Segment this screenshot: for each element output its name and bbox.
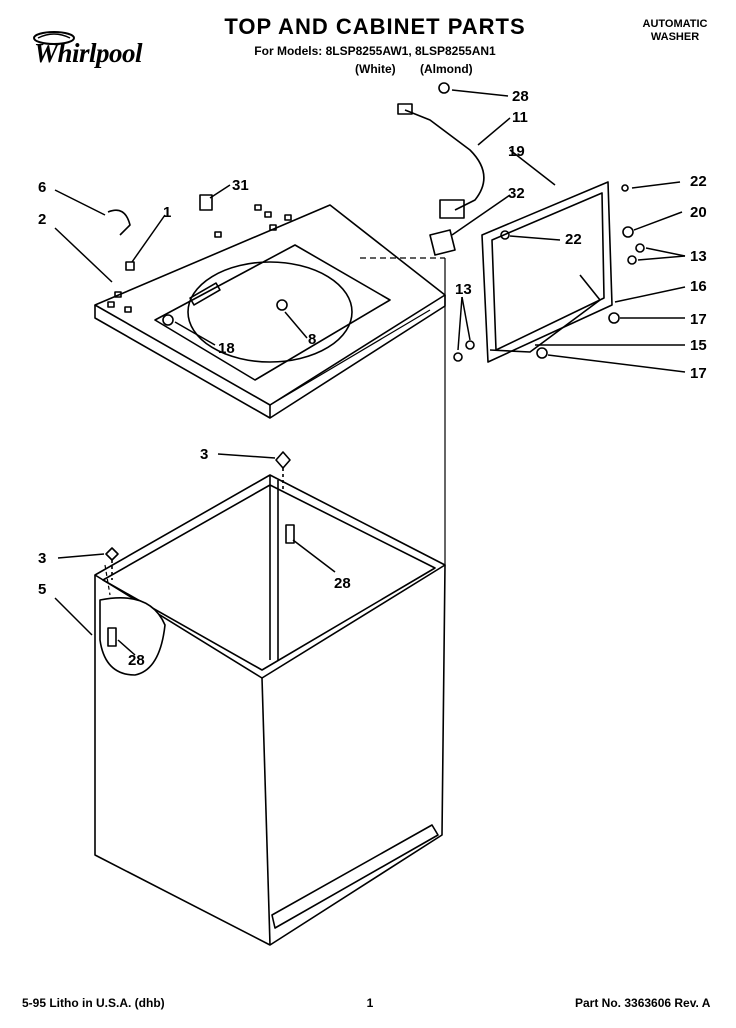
grommet-17-b [536,347,548,359]
clip-31 [199,194,213,211]
hinge-18 [162,314,174,326]
cabinet [94,474,446,946]
callout-28-mid: 28 [334,575,351,592]
bumper-22-right [621,184,629,192]
product-type: AUTOMATIC WASHER [630,18,720,44]
nut-13-b [627,255,637,265]
lid-switch [439,199,465,219]
alignment-lines [104,257,446,596]
callout-15: 15 [690,337,707,354]
callout-18: 18 [218,340,235,357]
grommet-17-a [608,312,620,324]
callout-6: 6 [38,179,46,196]
callout-22-left: 22 [565,231,582,248]
latch-20 [622,226,634,238]
callout-20: 20 [690,204,707,221]
product-type-line-1: AUTOMATIC [642,18,708,30]
footer-litho: 5-95 Litho in U.S.A. (dhb) [22,996,165,1010]
screw-28-top [438,82,450,94]
nut-13-c [453,352,463,362]
callout-11: 11 [512,109,528,126]
screw-28-mid [285,524,295,544]
clip-1 [125,261,135,271]
harness-connector [397,103,413,115]
bumper-22-left [500,230,510,240]
switch-actuator-32 [429,229,456,256]
callout-28-low: 28 [128,652,145,669]
top-panel [94,204,446,419]
clip-3-lower [105,547,119,561]
bracket-6 [107,209,131,236]
nut-13-d [465,340,475,350]
screw-8 [276,299,288,311]
whirlpool-logo: Whirlpool [12,28,162,74]
callout-17-upper: 17 [690,311,707,328]
callout-3-lower: 3 [38,550,46,567]
callout-3-upper: 3 [200,446,208,463]
callout-13-left: 13 [455,281,472,298]
callout-13-right: 13 [690,248,707,265]
product-type-line-2: WASHER [650,31,700,43]
callout-28-top: 28 [512,88,529,105]
cabinet-damage-patch [99,597,166,676]
callout-17-lower: 17 [690,365,707,382]
callout-16: 16 [690,278,707,295]
callout-2: 2 [38,211,46,228]
footer-page-number: 1 [366,996,374,1010]
callout-5: 5 [38,581,46,598]
footer-part-number: Part No. 3363606 Rev. A [575,996,711,1010]
callout-19: 19 [508,143,525,160]
lid-assembly [481,181,613,363]
logo-emblem-icon [33,31,75,45]
callout-leaders [54,89,686,656]
callout-32: 32 [508,185,525,202]
screw-28-low [107,627,117,647]
variant-white: (White) [355,62,396,76]
callout-22-right: 22 [690,173,707,190]
variant-almond: (Almond) [420,62,473,76]
wire-harness [404,109,485,211]
callout-8: 8 [308,331,316,348]
callout-labels: 28 11 19 6 31 32 22 1 20 2 13 16 17 8 18… [38,88,707,669]
nut-13-a [635,243,645,253]
page-title: TOP AND CABINET PARTS [224,14,526,39]
callout-31: 31 [232,177,249,194]
callout-1: 1 [163,204,171,221]
brand-name: Whirlpool [34,38,143,68]
clip-3-upper [275,451,291,469]
models-line: For Models: 8LSP8255AW1, 8LSP8255AN1 [254,44,496,58]
